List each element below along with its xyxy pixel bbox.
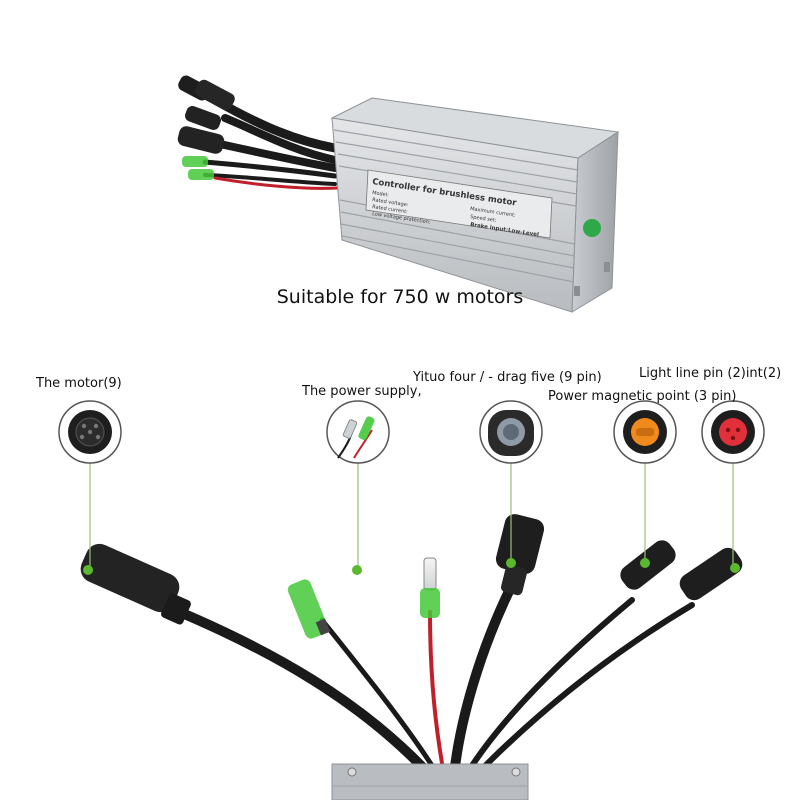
callout-lines [89,462,734,568]
callout-magnetic-point-label: Power magnetic point (3 pin) [548,389,737,404]
controller-cables [202,95,340,190]
status-sticker-icon [583,219,601,237]
red-wire-connector [420,557,440,618]
detail-magnetic-point [701,400,765,464]
svg-text:Rated voltage:: Rated voltage: [372,197,409,208]
controller-box [177,75,620,313]
magnetic-point-connector [679,547,743,601]
power-supply-connector [287,579,331,639]
callout-nine-pin-label: Yituo four / - drag five (9 pin) [413,370,602,385]
svg-text:Rated current:: Rated current: [372,204,409,215]
svg-text:Model:: Model: [372,190,390,198]
callout-dots [83,558,740,575]
controller-bottom [331,763,529,801]
controller-label-text: Controller for brushless motor Model: Ra… [372,177,540,238]
callout-power-supply-label: The power supply, [302,384,422,399]
detail-motor [58,400,122,464]
detail-light-line [613,400,677,464]
detail-power-supply [326,400,390,464]
detail-nine-pin [479,400,543,464]
motor-connector [80,543,191,625]
nine-pin-connector [495,514,545,596]
harness-cables [170,580,695,780]
svg-text:Speed set:: Speed set: [470,214,497,224]
controller-connectors [177,75,235,180]
callout-light-line-label: Light line pin (2)int(2) [639,366,782,381]
callout-motor-label: The motor(9) [36,376,122,391]
product-caption: Suitable for 750 w motors [276,286,524,308]
